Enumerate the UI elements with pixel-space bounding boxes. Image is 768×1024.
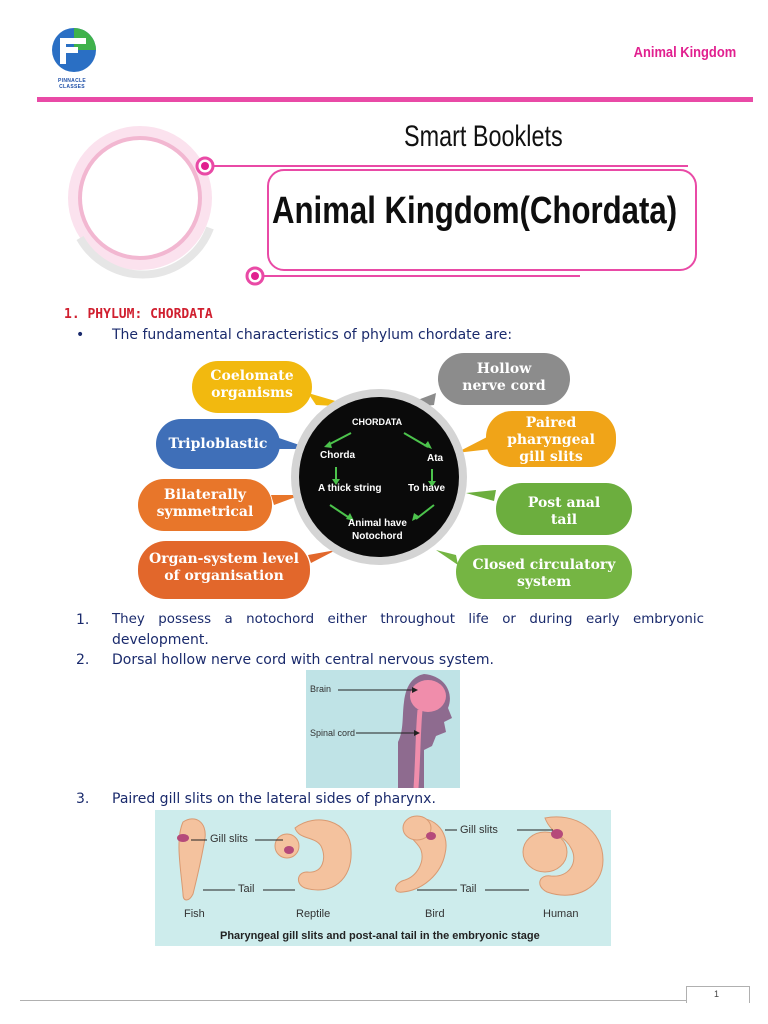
logo: PINNACLE CLASSES bbox=[44, 26, 100, 90]
center-notochord: Notochord bbox=[352, 531, 403, 542]
bullet-text: The fundamental characteristics of phylu… bbox=[112, 327, 513, 343]
banner-subtitle: Smart Booklets bbox=[404, 120, 563, 153]
label-fish: Fish bbox=[184, 908, 205, 920]
bullet-dot: • bbox=[76, 327, 85, 343]
footer-rule bbox=[20, 1000, 750, 1001]
label-human: Human bbox=[543, 908, 579, 920]
brain-spinal-cord-figure bbox=[306, 670, 460, 788]
label-gill-slits-right: Gill slits bbox=[460, 824, 498, 836]
point-2-number: 2. bbox=[76, 652, 90, 668]
center-animal-have: Animal have bbox=[348, 518, 407, 529]
point-3-number: 3. bbox=[76, 791, 90, 807]
header-title: Animal Kingdom bbox=[633, 44, 736, 61]
point-1-line-1: They possess a notochord either througho… bbox=[112, 612, 704, 627]
label-gill-slits-left: Gill slits bbox=[210, 833, 248, 845]
banner-title: Animal Kingdom(Chordata) bbox=[272, 190, 678, 232]
point-1-number: 1. bbox=[76, 612, 90, 628]
label-bird: Bird bbox=[425, 908, 445, 920]
label-brain: Brain bbox=[310, 684, 332, 694]
center-ata: Ata bbox=[427, 453, 444, 464]
chordata-diagram bbox=[138, 353, 632, 599]
section-heading: 1. PHYLUM: CHORDATA bbox=[64, 307, 213, 322]
label-reptile: Reptile bbox=[296, 908, 331, 920]
point-3-text: Paired gill slits on the lateral sides o… bbox=[112, 791, 436, 807]
header-divider bbox=[37, 97, 753, 102]
gill-figure-caption: Pharyngeal gill slits and post-anal tail… bbox=[220, 930, 540, 942]
logo-caption-1: PINNACLE bbox=[58, 78, 86, 84]
label-tail-left: Tail bbox=[238, 883, 255, 895]
logo-caption-2: CLASSES bbox=[59, 84, 85, 90]
point-1-line-2: development. bbox=[112, 632, 209, 648]
pinnacle-logo-icon bbox=[52, 28, 96, 72]
label-spinal-cord: Spinal cord bbox=[310, 728, 356, 738]
page-number: 1 bbox=[714, 989, 720, 999]
center-chorda: Chorda bbox=[320, 450, 355, 461]
gill-slits-figure bbox=[155, 810, 611, 946]
point-2-text: Dorsal hollow nerve cord with central ne… bbox=[112, 652, 494, 668]
page-number-box bbox=[686, 986, 750, 1003]
label-tail-right: Tail bbox=[460, 883, 477, 895]
banner-frame bbox=[68, 126, 697, 286]
center-thick-string: A thick string bbox=[318, 483, 382, 494]
center-title: CHORDATA bbox=[352, 417, 403, 427]
center-to-have: To have bbox=[408, 483, 446, 494]
bubble-triploblastic: Triploblastic bbox=[168, 436, 268, 452]
